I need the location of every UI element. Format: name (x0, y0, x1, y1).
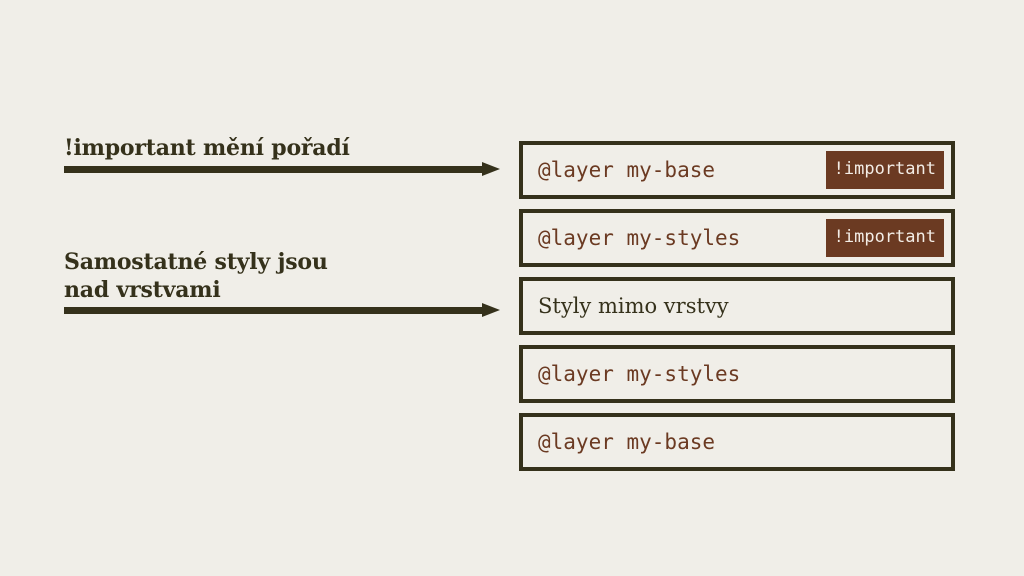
annotation-important-changes-order: !important mění pořadí (64, 134, 350, 162)
layer-box: @layer my-base (519, 413, 955, 471)
arrow-head-icon (482, 162, 500, 176)
layer-box-text: Styly mimo vrstvy (538, 294, 729, 318)
important-badge: !important (825, 151, 944, 189)
layer-box: Styly mimo vrstvy (519, 277, 955, 335)
layer-box-text: @layer my-styles (538, 226, 741, 250)
layer-box-text: @layer my-styles (538, 362, 741, 386)
layer-box: @layer my-styles (519, 345, 955, 403)
layer-box: @layer my-styles !important (519, 209, 955, 267)
annotation-standalone-styles-above-layers: Samostatné styly jsou nad vrstvami (64, 248, 328, 304)
layer-stack: @layer my-base !important @layer my-styl… (519, 141, 955, 471)
arrow-shaft (64, 166, 484, 173)
layer-box: @layer my-base !important (519, 141, 955, 199)
layer-box-text: @layer my-base (538, 430, 716, 454)
annotation-label: !important mění pořadí (64, 135, 350, 161)
arrow-shaft (64, 307, 484, 314)
layer-box-text: @layer my-base (538, 158, 716, 182)
important-badge: !important (825, 219, 944, 257)
annotation-label: Samostatné styly jsou nad vrstvami (64, 249, 328, 303)
arrow-to-important-layers (64, 162, 500, 176)
arrow-head-icon (482, 303, 500, 317)
arrow-to-styles-outside-layers (64, 303, 500, 317)
